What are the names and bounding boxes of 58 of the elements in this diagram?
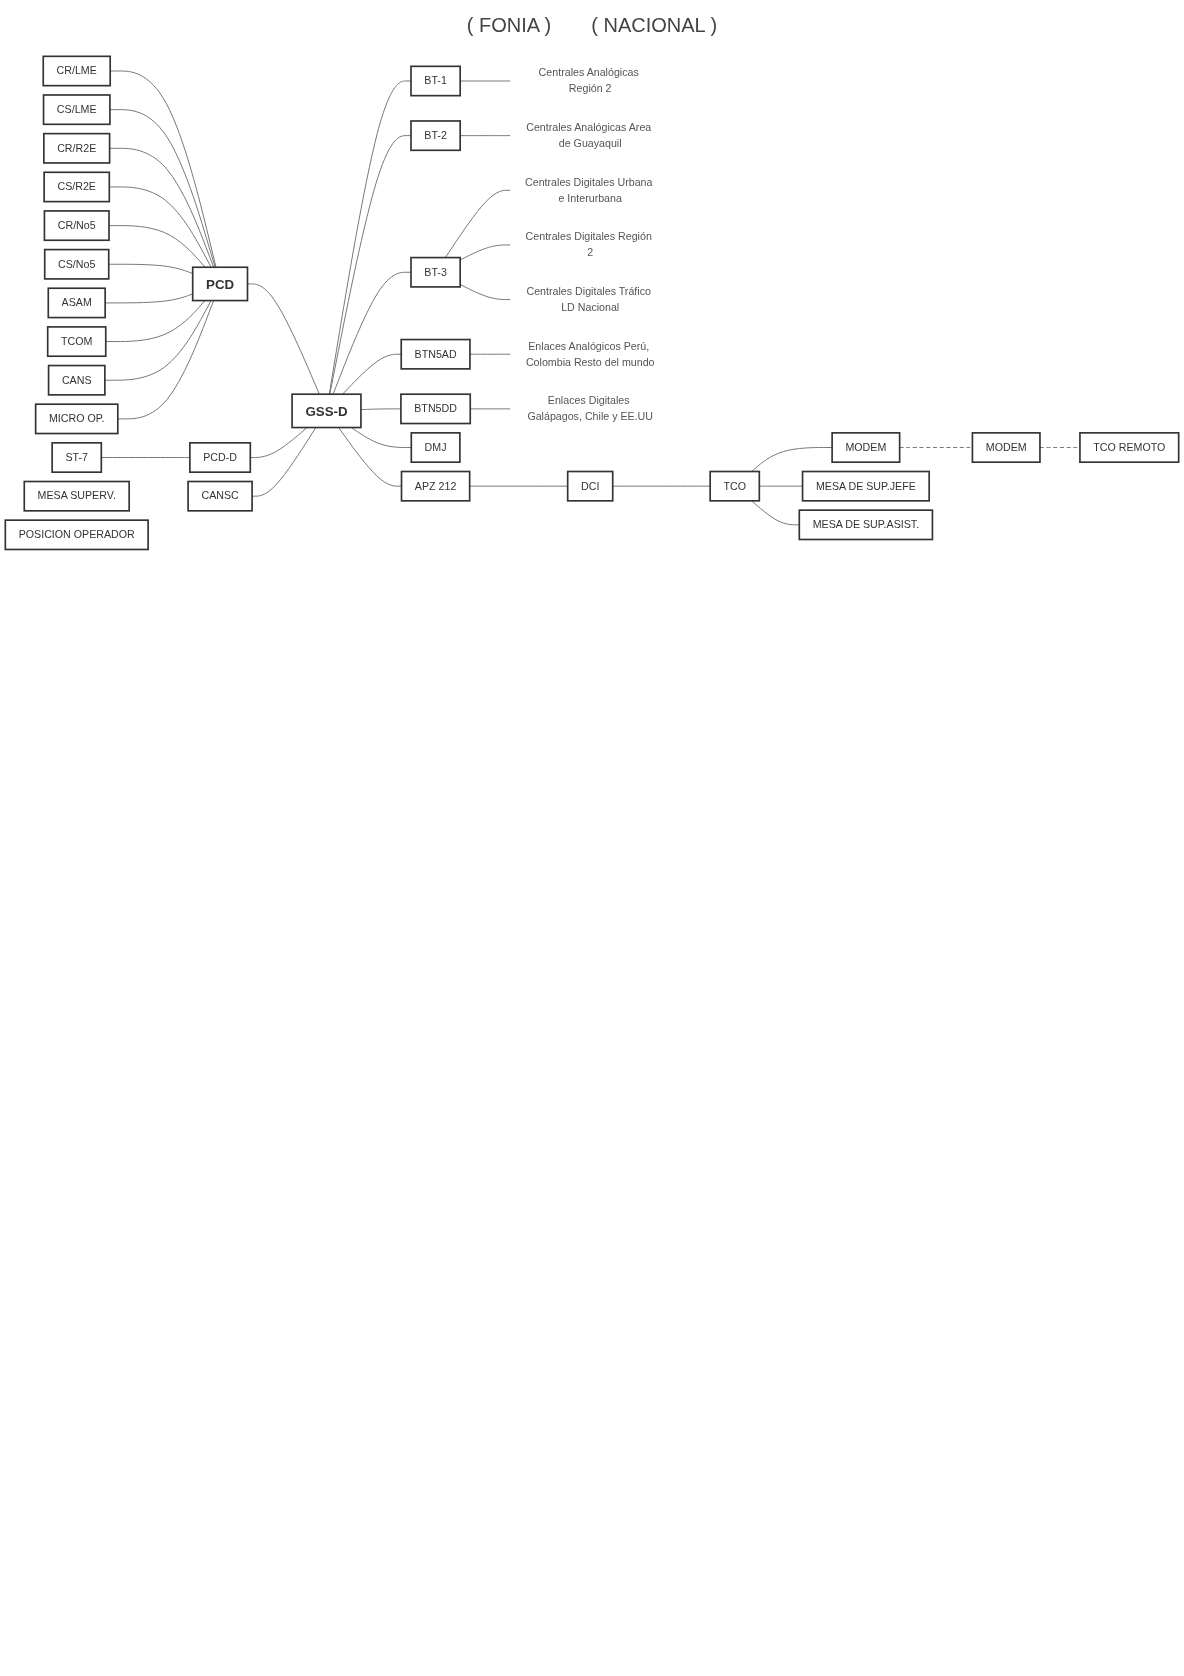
node-text: Centrales Analógicas Area de Guayaquil	[526, 121, 652, 149]
node-box: CR/R2E	[43, 132, 111, 164]
connector	[612, 485, 711, 487]
node-box: BTN5AD	[400, 338, 471, 370]
node-text: Centrales Digitales Tráfico LD Nacional	[526, 285, 651, 313]
node-text: Centrales Analógicas Región 2	[538, 66, 639, 95]
node-box: APZ 212	[400, 470, 471, 502]
connector	[247, 283, 320, 395]
node-box: PCD	[191, 266, 249, 302]
node-box: BT-2	[410, 120, 461, 152]
node-box: MESA SUPERV.	[23, 480, 130, 512]
connector	[251, 427, 317, 497]
connector	[117, 300, 215, 420]
node-box: POSICION OPERADOR	[4, 519, 149, 551]
node-box: GSS-D	[291, 393, 362, 429]
node-box: MESA DE SUP.ASIST.	[798, 509, 934, 541]
node-box: TCO	[709, 470, 761, 502]
node-text: Centrales Digitales Urbana e Interurbana	[525, 176, 653, 204]
node-box: CS/LME	[42, 94, 111, 126]
connector	[109, 109, 216, 268]
node-text: Enlaces Analógicos Perú, Colombia Resto del mundo	[525, 340, 655, 368]
connector	[109, 147, 215, 268]
node-box: CR/LME	[42, 55, 112, 87]
node-box: MODEM	[971, 432, 1041, 463]
node-box: MICRO OP.	[34, 403, 119, 435]
node-box: CANSC	[187, 480, 253, 512]
node-box: TCO REMOTO	[1079, 432, 1180, 463]
node-box: ASAM	[47, 287, 106, 319]
node-box: CS/R2E	[43, 171, 111, 203]
note-text: ( NACIONAL )	[591, 14, 718, 37]
node-box: BT-3	[410, 256, 461, 288]
node-box: TCOM	[46, 326, 107, 358]
node-box: CR/No5	[43, 210, 110, 242]
connector	[104, 300, 212, 381]
connector	[350, 427, 412, 448]
connector	[342, 353, 402, 395]
connector	[105, 300, 206, 343]
node-text: Centrales Digitales Región 2	[525, 230, 652, 259]
connector	[459, 284, 511, 301]
note-text: ( FONIA )	[466, 14, 552, 37]
node-box: CANS	[47, 364, 106, 396]
node-box: PCD-D	[189, 442, 252, 473]
node-box: MODEM	[831, 432, 901, 463]
node-box: BT-1	[410, 65, 461, 97]
connector	[109, 70, 217, 268]
node-box: BTN5DD	[400, 393, 472, 425]
node-box: CS/No5	[43, 248, 110, 280]
connector	[751, 500, 800, 526]
node-box: ST-7	[51, 442, 103, 473]
node-text: Enlaces Digitales Galápagos, Chile y EE.UU	[527, 394, 654, 423]
connector	[444, 189, 511, 259]
connector	[469, 353, 511, 355]
node-box: MESA DE SUP.JEFE	[801, 470, 930, 502]
node-box: DCI	[566, 470, 614, 502]
connector	[338, 427, 402, 487]
node-box: DMJ	[410, 432, 461, 463]
connector	[751, 447, 833, 472]
connector	[899, 447, 973, 448]
